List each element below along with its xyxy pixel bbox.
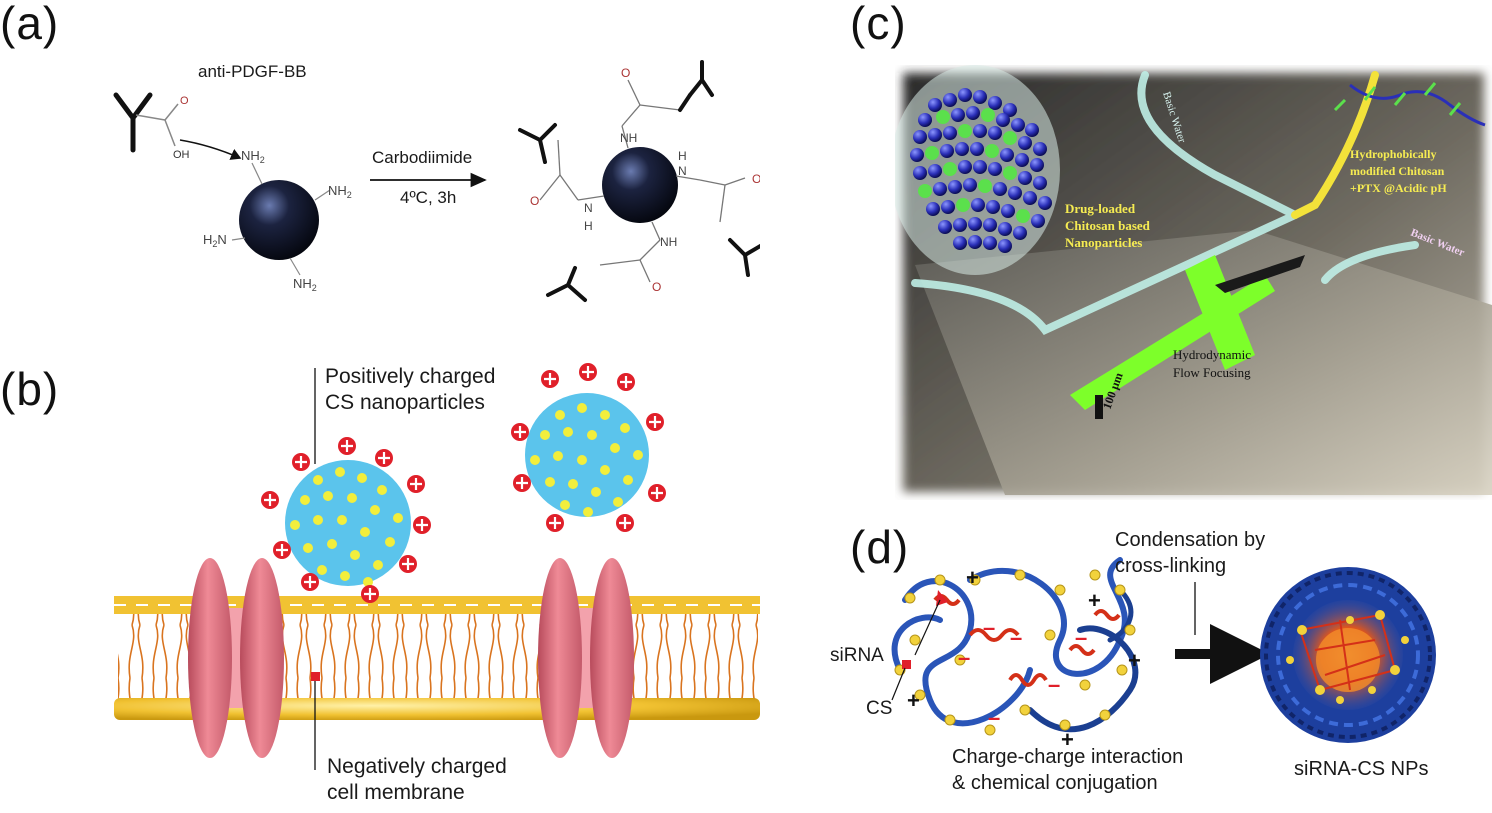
n-left: N bbox=[584, 201, 593, 215]
membrane-label: Negatively charged cell membrane bbox=[327, 754, 507, 806]
channels bbox=[911, 71, 1419, 335]
nozzle-shadow bbox=[1215, 255, 1305, 293]
carboxyl-group bbox=[135, 103, 179, 147]
o-bottom: O bbox=[652, 280, 661, 294]
svg-text:–: – bbox=[1075, 625, 1087, 650]
conditions-label: 4ºC, 3h bbox=[400, 188, 457, 207]
nanosphere-right bbox=[602, 147, 678, 223]
attack-arrow bbox=[179, 139, 242, 160]
nanoparticle-label-line2: CS nanoparticles bbox=[325, 391, 485, 414]
antibody-icon bbox=[113, 92, 153, 153]
focusing-chamber bbox=[1070, 255, 1275, 410]
nh-bottom: NH bbox=[660, 235, 677, 249]
microfluidic-chip: Basic Water Basic Water Hydrophobically … bbox=[895, 65, 1492, 495]
svg-text:–: – bbox=[983, 615, 995, 640]
scale-bar bbox=[1095, 395, 1103, 419]
condensation-line2: cross-linking bbox=[1115, 555, 1227, 577]
svg-text:+: + bbox=[966, 565, 979, 590]
panel-label-c: (c) bbox=[850, 0, 907, 49]
interaction-line1: Charge-charge interaction bbox=[952, 746, 1184, 768]
condensation-label: Condensation by cross-linking bbox=[1115, 527, 1265, 579]
cs-leader bbox=[891, 667, 906, 701]
focusing-line1: Hydrodynamic bbox=[1173, 347, 1251, 362]
hydrophobic-line3: +PTX @Acidic pH bbox=[1350, 181, 1447, 195]
amine-4: NH2 bbox=[293, 276, 317, 293]
amine-1: NH2 bbox=[241, 148, 265, 165]
cs-beads bbox=[894, 569, 1136, 736]
membrane-label-line2: cell membrane bbox=[327, 781, 465, 804]
product-nanoparticle bbox=[1260, 567, 1436, 743]
svg-text:+: + bbox=[1061, 727, 1074, 752]
panel-label-b: (b) bbox=[0, 363, 60, 415]
interaction-label: Charge-charge interaction & chemical con… bbox=[952, 744, 1183, 796]
sirna-label: siRNA bbox=[830, 645, 884, 666]
drug-line1: Drug-loaded bbox=[1065, 201, 1136, 216]
nanosphere-left bbox=[239, 180, 319, 260]
carboxyl-oh: OH bbox=[173, 149, 190, 161]
n-right: N bbox=[678, 164, 687, 178]
condensation-line1: Condensation by bbox=[1115, 529, 1266, 551]
amine-2: NH2 bbox=[328, 183, 352, 200]
reagent-label: Carbodiimide bbox=[372, 148, 473, 167]
conjugate-bonds bbox=[539, 79, 746, 283]
hydrophobic-line1: Hydrophobically bbox=[1350, 147, 1436, 161]
h-left: H bbox=[584, 219, 593, 233]
svg-text:+: + bbox=[1088, 588, 1101, 613]
o-left: O bbox=[530, 194, 539, 208]
negative-charge-marker bbox=[311, 672, 320, 681]
carboxyl-o: O bbox=[180, 95, 189, 107]
channel-protein-right bbox=[538, 558, 634, 758]
np-cluster bbox=[895, 65, 1060, 275]
polymer-strand bbox=[1333, 82, 1486, 127]
svg-text:–: – bbox=[1048, 672, 1060, 697]
drug-line2: Chitosan based bbox=[1065, 218, 1151, 233]
svg-text:–: – bbox=[1010, 625, 1022, 650]
np-cluster-balls bbox=[910, 88, 1052, 253]
svg-text:–: – bbox=[958, 645, 970, 670]
cs-nanoparticle-2 bbox=[525, 393, 649, 517]
sirna-helices bbox=[933, 594, 1121, 687]
nanoparticle-label: Positively charged CS nanoparticles bbox=[325, 364, 495, 416]
chip-surface bbox=[915, 230, 1492, 495]
focusing-line2: Flow Focusing bbox=[1173, 365, 1251, 380]
panel-label-d: (d) bbox=[850, 521, 910, 573]
antibody-label: anti-PDGF-BB bbox=[198, 62, 307, 81]
nanoparticle-label-line1: Positively charged bbox=[325, 365, 496, 388]
reaction-scheme: O OH NH2 NH2 H2N NH2 bbox=[113, 60, 760, 302]
cs-nanoparticle-1 bbox=[285, 460, 411, 587]
channel-protein-left bbox=[188, 558, 284, 758]
sirna-condensation: + + + + + – – – – – – bbox=[891, 557, 1436, 752]
h-right: H bbox=[678, 149, 687, 163]
svg-text:+: + bbox=[907, 688, 920, 713]
o-top: O bbox=[621, 66, 630, 80]
amine-3: H2N bbox=[203, 232, 227, 249]
interaction-line2: & chemical conjugation bbox=[952, 772, 1158, 794]
drug-line3: Nanoparticles bbox=[1065, 235, 1142, 250]
membrane-diagram bbox=[114, 363, 760, 770]
hydrophobic-line2: modified Chitosan bbox=[1350, 164, 1445, 178]
svg-text:+: + bbox=[1128, 648, 1141, 673]
cs-label: CS bbox=[866, 698, 893, 719]
positive-signs bbox=[264, 366, 663, 600]
antibody-conjugates bbox=[518, 60, 760, 302]
product-label: siRNA-CS NPs bbox=[1294, 758, 1429, 780]
complex-charges: + + + + + – – – – – – bbox=[907, 565, 1141, 752]
o-right: O bbox=[752, 172, 760, 186]
cs-marker bbox=[902, 660, 911, 669]
nh-top: NH bbox=[620, 131, 637, 145]
sirna-leader bbox=[914, 599, 941, 656]
membrane-label-line1: Negatively charged bbox=[327, 755, 507, 778]
svg-text:–: – bbox=[988, 705, 1000, 730]
panel-label-a: (a) bbox=[0, 0, 60, 49]
